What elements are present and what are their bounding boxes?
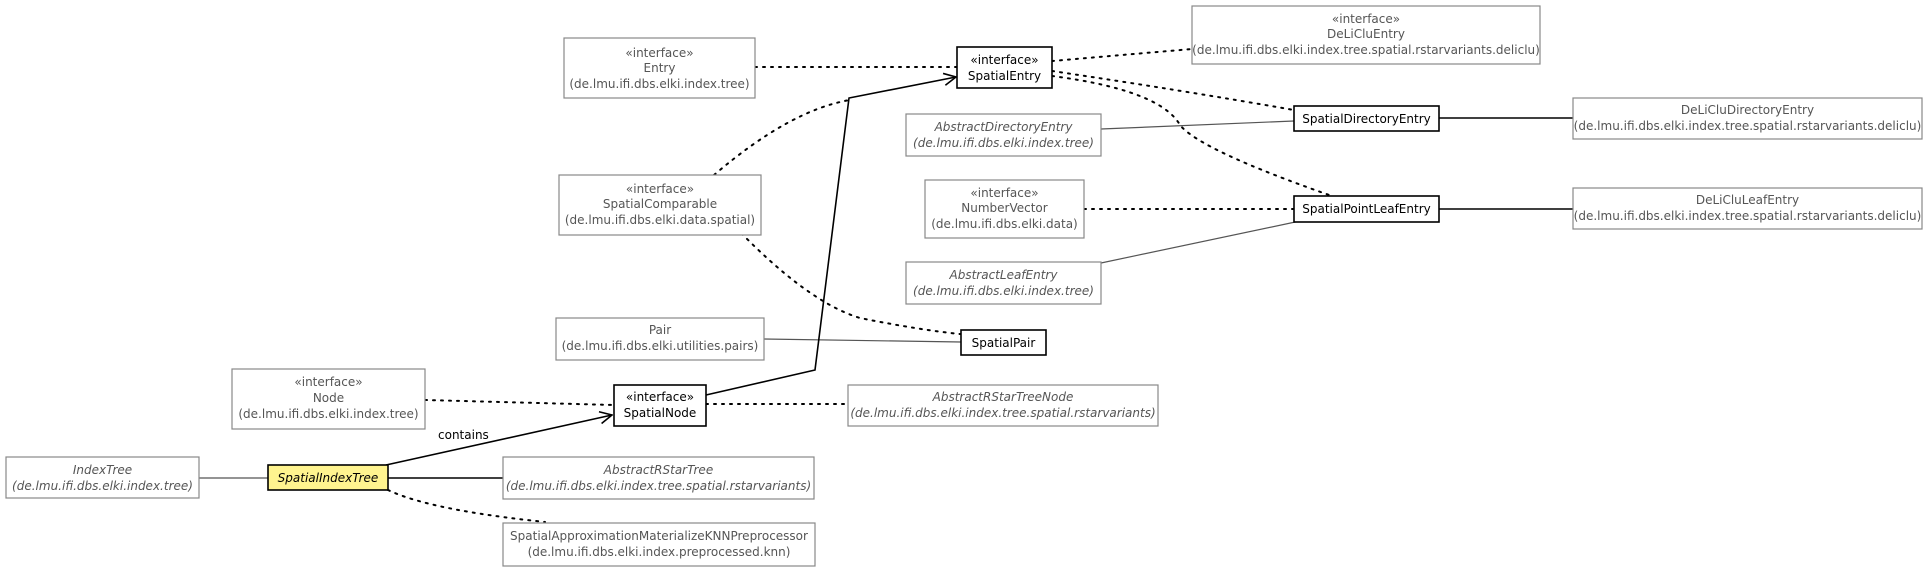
nodes: «interface» Entry (de.lmu.ifi.dbs.elki.i… — [5, 5, 1923, 567]
svg-text:«interface»: «interface» — [626, 390, 694, 404]
svg-text:SpatialPointLeafEntry: SpatialPointLeafEntry — [1302, 202, 1430, 216]
node-node[interactable]: «interface» Node (de.lmu.ifi.dbs.elki.in… — [231, 368, 426, 430]
svg-text:DeLiCluLeafEntry: DeLiCluLeafEntry — [1696, 193, 1799, 207]
svg-text:(de.lmu.ifi.dbs.elki.data.spat: (de.lmu.ifi.dbs.elki.data.spatial) — [565, 213, 755, 227]
svg-text:AbstractLeafEntry: AbstractLeafEntry — [949, 268, 1059, 282]
svg-text:«interface»: «interface» — [625, 46, 693, 60]
node-indextree[interactable]: IndexTree (de.lmu.ifi.dbs.elki.index.tre… — [5, 456, 200, 499]
node-spatialdirectoryentry[interactable]: SpatialDirectoryEntry — [1293, 105, 1440, 132]
svg-text:DeLiCluEntry: DeLiCluEntry — [1327, 27, 1405, 41]
svg-text:SpatialIndexTree: SpatialIndexTree — [278, 471, 379, 485]
svg-text:(de.lmu.ifi.dbs.elki.utilities: (de.lmu.ifi.dbs.elki.utilities.pairs) — [562, 339, 759, 353]
svg-text:«interface»: «interface» — [294, 375, 362, 389]
node-abstractleafentry[interactable]: AbstractLeafEntry (de.lmu.ifi.dbs.elki.i… — [905, 261, 1102, 305]
edge-spatialindextree-spatialnode — [385, 415, 612, 466]
svg-text:(de.lmu.ifi.dbs.elki.index.tre: (de.lmu.ifi.dbs.elki.index.tree) — [12, 479, 193, 493]
edge-pair-spatialpair — [763, 338, 962, 343]
svg-text:(de.lmu.ifi.dbs.elki.index.tre: (de.lmu.ifi.dbs.elki.index.tree.spatial.… — [850, 406, 1155, 420]
node-spatialentry[interactable]: «interface» SpatialEntry — [956, 46, 1053, 89]
svg-text:«interface»: «interface» — [626, 182, 694, 196]
node-delicluentry[interactable]: «interface» DeLiCluEntry (de.lmu.ifi.dbs… — [1191, 5, 1541, 65]
svg-text:IndexTree: IndexTree — [73, 463, 132, 477]
node-delicluleafentry[interactable]: DeLiCluLeafEntry (de.lmu.ifi.dbs.elki.in… — [1572, 187, 1923, 230]
svg-text:(de.lmu.ifi.dbs.elki.data): (de.lmu.ifi.dbs.elki.data) — [931, 217, 1077, 231]
node-pair[interactable]: Pair (de.lmu.ifi.dbs.elki.utilities.pair… — [555, 317, 765, 361]
svg-text:(de.lmu.ifi.dbs.elki.index.tre: (de.lmu.ifi.dbs.elki.index.tree) — [238, 407, 418, 421]
svg-text:SpatialDirectoryEntry: SpatialDirectoryEntry — [1302, 112, 1431, 126]
svg-text:SpatialEntry: SpatialEntry — [968, 69, 1041, 83]
svg-text:NumberVector: NumberVector — [961, 201, 1048, 215]
svg-text:«interface»: «interface» — [970, 186, 1038, 200]
svg-text:AbstractRStarTreeNode: AbstractRStarTreeNode — [932, 390, 1074, 404]
svg-text:(de.lmu.ifi.dbs.elki.index.tre: (de.lmu.ifi.dbs.elki.index.tree) — [569, 77, 749, 91]
edge-spatialentry-delicluentry — [1051, 48, 1193, 62]
node-spatialnode[interactable]: «interface» SpatialNode — [613, 384, 707, 427]
edge-spatialentry-spatialdirectoryentry — [1051, 70, 1295, 111]
svg-text:SpatialPair: SpatialPair — [972, 336, 1036, 350]
svg-text:(de.lmu.ifi.dbs.elki.index.tre: (de.lmu.ifi.dbs.elki.index.tree.spatial.… — [506, 479, 811, 493]
node-spatialcomparable[interactable]: «interface» SpatialComparable (de.lmu.if… — [558, 174, 762, 236]
node-knn-preprocessor[interactable]: SpatialApproximationMaterializeKNNPrepro… — [502, 522, 816, 567]
node-spatialpair[interactable]: SpatialPair — [960, 329, 1047, 356]
node-abstractrstartree[interactable]: AbstractRStarTree (de.lmu.ifi.dbs.elki.i… — [502, 456, 815, 500]
edge-label-contains: contains — [438, 428, 489, 442]
svg-text:(de.lmu.ifi.dbs.elki.index.tre: (de.lmu.ifi.dbs.elki.index.tree.spatial.… — [1574, 209, 1922, 223]
svg-text:(de.lmu.ifi.dbs.elki.index.pre: (de.lmu.ifi.dbs.elki.index.preprocessed.… — [528, 545, 791, 559]
node-spatialpointleafentry[interactable]: SpatialPointLeafEntry — [1293, 195, 1440, 223]
edges: contains — [199, 48, 1573, 523]
svg-text:(de.lmu.ifi.dbs.elki.index.tre: (de.lmu.ifi.dbs.elki.index.tree) — [913, 136, 1094, 150]
node-abstractdirectoryentry[interactable]: AbstractDirectoryEntry (de.lmu.ifi.dbs.e… — [905, 113, 1102, 157]
svg-text:Pair: Pair — [649, 323, 671, 337]
svg-text:SpatialNode: SpatialNode — [624, 406, 697, 420]
node-delicludirectoryentry[interactable]: DeLiCluDirectoryEntry (de.lmu.ifi.dbs.el… — [1572, 97, 1923, 140]
svg-text:Node: Node — [313, 391, 344, 405]
edge-spatialnode-spatialentry — [705, 77, 956, 396]
svg-text:«interface»: «interface» — [1332, 12, 1400, 26]
node-spatialindextree[interactable]: SpatialIndexTree — [267, 464, 389, 491]
svg-text:«interface»: «interface» — [970, 53, 1038, 67]
edge-spatialcomparable-spatialpair — [713, 203, 961, 335]
svg-text:SpatialComparable: SpatialComparable — [603, 197, 717, 211]
svg-text:Entry: Entry — [644, 61, 676, 75]
node-entry[interactable]: «interface» Entry (de.lmu.ifi.dbs.elki.i… — [563, 37, 756, 99]
node-abstractrstartreenode[interactable]: AbstractRStarTreeNode (de.lmu.ifi.dbs.el… — [847, 384, 1159, 427]
svg-text:DeLiCluDirectoryEntry: DeLiCluDirectoryEntry — [1681, 103, 1814, 117]
node-numbervector[interactable]: «interface» NumberVector (de.lmu.ifi.dbs… — [924, 179, 1085, 239]
edge-abstractdirectoryentry-spatialdirectoryentry — [1100, 120, 1295, 130]
svg-text:(de.lmu.ifi.dbs.elki.index.tre: (de.lmu.ifi.dbs.elki.index.tree.spatial.… — [1574, 119, 1922, 133]
svg-text:AbstractRStarTree: AbstractRStarTree — [603, 463, 713, 477]
svg-text:(de.lmu.ifi.dbs.elki.index.tre: (de.lmu.ifi.dbs.elki.index.tree) — [913, 284, 1094, 298]
svg-text:(de.lmu.ifi.dbs.elki.index.tre: (de.lmu.ifi.dbs.elki.index.tree.spatial.… — [1192, 43, 1540, 57]
edge-spatialcomparable-spatialentry — [713, 99, 851, 176]
edge-node-spatialnode — [424, 399, 615, 406]
edge-abstractleafentry-spatialpointleafentry — [1100, 220, 1301, 264]
svg-text:SpatialApproximationMaterializ: SpatialApproximationMaterializeKNNPrepro… — [510, 529, 808, 543]
edge-spatialindextree-knnpreprocessor — [387, 489, 546, 523]
svg-text:AbstractDirectoryEntry: AbstractDirectoryEntry — [934, 120, 1074, 134]
